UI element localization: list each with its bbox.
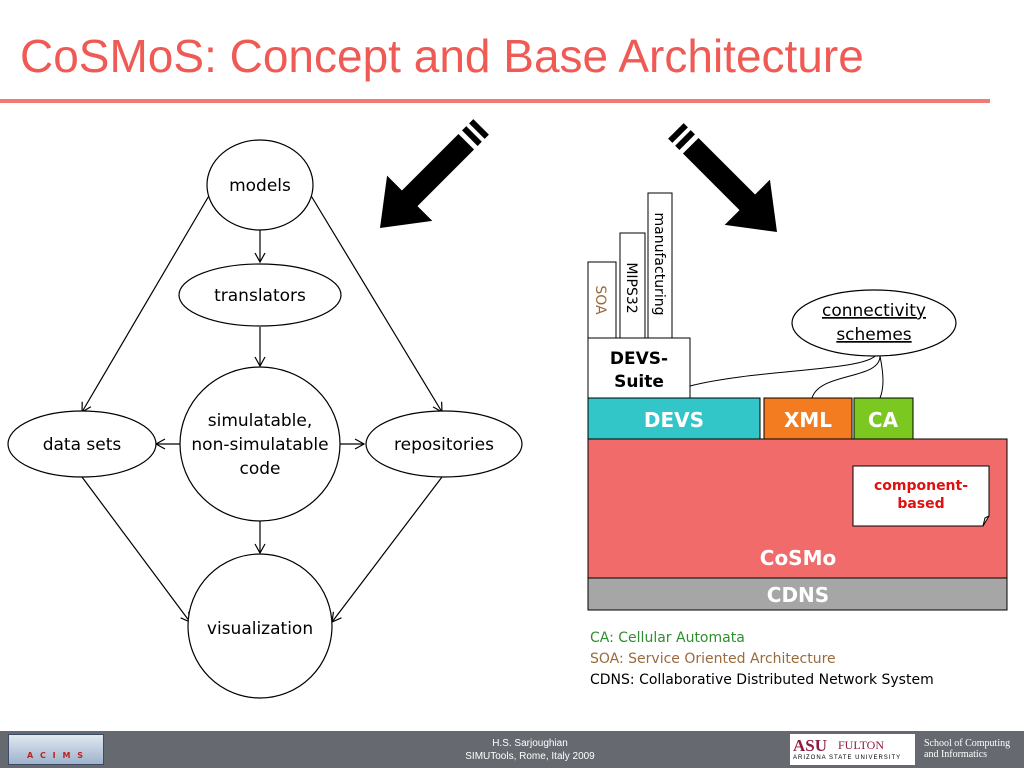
xml-layer: XML	[763, 397, 853, 440]
architecture-stack: SOA MIPS32 manufacturing DEVS- Suite con…	[587, 192, 1008, 611]
fulton-logo-text: FULTON	[838, 738, 885, 752]
school-name-line1: School of Computing	[924, 738, 1011, 749]
edge-repositories-visualization	[331, 476, 443, 623]
edge-datasets-visualization	[81, 476, 191, 623]
node-visualization-label: visualization	[207, 619, 313, 639]
devs-suite-box: DEVS- Suite	[587, 337, 691, 399]
legend-ca: CA: Cellular Automata	[590, 630, 745, 646]
connectivity-label-line1: connectivity	[822, 301, 926, 321]
connectivity-schemes: connectivity schemes	[689, 289, 957, 399]
cdns-layer: CDNS	[587, 577, 1008, 611]
legend-cdns: CDNS: Collaborative Distributed Network …	[590, 672, 934, 688]
node-code-label-line2: non-simulatable	[191, 435, 328, 455]
architecture-diagram: models translators simulatable, non-simu…	[7, 119, 1008, 699]
legend-soa: SOA: Service Oriented Architecture	[590, 651, 836, 667]
manufacturing-bar: manufacturing	[647, 192, 673, 339]
big-arrow-left	[380, 119, 489, 228]
node-models-label: models	[229, 176, 291, 196]
component-label-line1: component-	[874, 478, 968, 494]
node-repositories: repositories	[365, 410, 523, 478]
cdns-label: CDNS	[767, 583, 829, 607]
mips32-bar: MIPS32	[619, 232, 646, 339]
title-divider	[0, 99, 990, 103]
slide-title: CoSMoS: Concept and Base Architecture	[20, 30, 864, 82]
big-arrow-right	[668, 123, 777, 232]
node-repositories-label: repositories	[394, 435, 494, 455]
school-name-line2: and Informatics	[924, 749, 988, 760]
legend: CA: Cellular Automata SOA: Service Orien…	[590, 628, 934, 691]
ca-layer: CA	[853, 397, 914, 440]
connectivity-label-line2: schemes	[836, 325, 911, 345]
node-data-sets: data sets	[7, 410, 157, 478]
node-code-label-line1: simulatable,	[208, 411, 313, 431]
asu-fulton-logo: ASU FULTON ARIZONA STATE UNIVERSITY	[790, 734, 915, 765]
node-data-sets-label: data sets	[43, 435, 122, 455]
footer-bar: A C I M S H.S. Sarjoughian SIMUTools, Ro…	[0, 731, 1024, 768]
mips32-label: MIPS32	[623, 262, 639, 313]
footer-venue: SIMUTools, Rome, Italy 2009	[465, 751, 595, 762]
component-based-note: component- based	[852, 465, 990, 527]
devs-layer: DEVS	[587, 397, 761, 440]
acims-logo: A C I M S	[8, 734, 104, 765]
node-visualization: visualization	[187, 553, 333, 699]
node-code-label-line3: code	[240, 459, 281, 479]
devs-label: DEVS	[644, 408, 704, 432]
node-code: simulatable, non-simulatable code	[179, 366, 341, 522]
devs-suite-label-line1: DEVS-	[610, 349, 668, 369]
asu-full-name: ARIZONA STATE UNIVERSITY	[793, 755, 902, 761]
soa-label: SOA	[592, 285, 608, 315]
edge-models-repositories	[309, 193, 443, 414]
asu-logo-text: ASU	[793, 736, 828, 755]
cosmo-label: CoSMo	[760, 546, 836, 570]
node-translators: translators	[178, 263, 342, 327]
devs-suite-label-line2: Suite	[614, 372, 664, 392]
footer-author: H.S. Sarjoughian	[492, 738, 568, 749]
footer-credits: H.S. Sarjoughian SIMUTools, Rome, Italy …	[430, 737, 630, 763]
xml-label: XML	[784, 408, 832, 432]
ca-label: CA	[868, 408, 899, 432]
acims-logo-text: A C I M S	[27, 751, 85, 760]
soa-bar: SOA	[587, 261, 617, 339]
node-models: models	[206, 139, 314, 231]
component-label-line2: based	[897, 496, 944, 512]
flow-diagram: models translators simulatable, non-simu…	[7, 139, 523, 699]
school-name: School of Computing and Informatics	[924, 738, 1010, 760]
edge-models-datasets	[81, 193, 211, 414]
manufacturing-label: manufacturing	[651, 213, 667, 316]
node-translators-label: translators	[214, 286, 306, 306]
